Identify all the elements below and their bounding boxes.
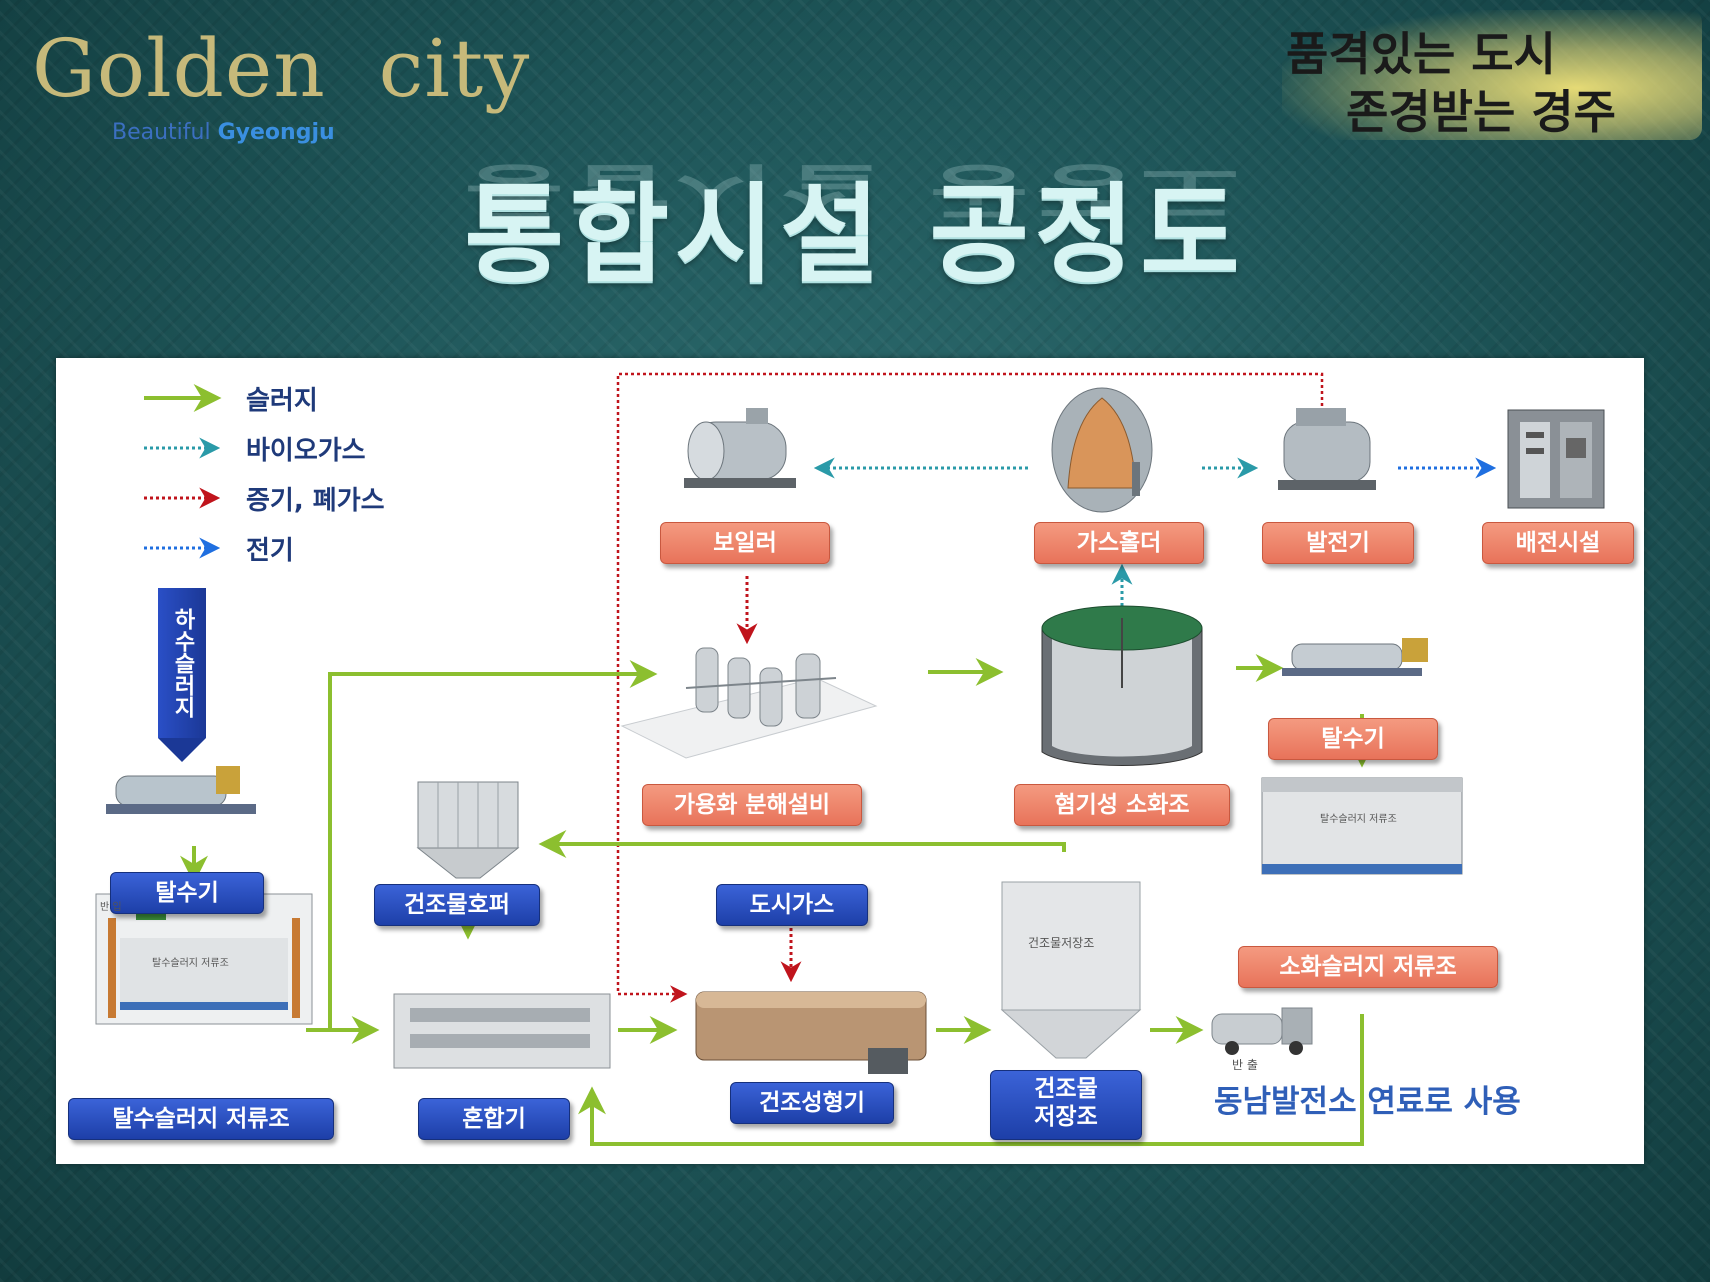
node-digester: 혐기성 소화조 xyxy=(1014,784,1230,826)
truck-image xyxy=(1211,1007,1313,1055)
legend-label-power: 전기 xyxy=(246,536,294,566)
boiler-image xyxy=(684,408,796,488)
flow-arrows xyxy=(95,372,1605,1146)
distribution-image xyxy=(1507,409,1605,509)
node-dried-storage: 건조물 저장조 xyxy=(990,1070,1142,1140)
brand-title: Golden city xyxy=(32,22,531,115)
page-title: 통합시설 공정도 xyxy=(464,173,1246,298)
legend-label-steam: 증기, 폐가스 xyxy=(246,486,385,516)
node-dryer: 건조성형기 xyxy=(730,1082,894,1124)
digested-tank-image xyxy=(1261,777,1463,875)
hopper-image xyxy=(416,781,520,879)
node-dewatered-storage: 탈수슬러지 저류조 xyxy=(68,1098,334,1140)
mixer-image xyxy=(393,993,611,1069)
slogan-logo: 품격있는 도시 존경받는 경주 xyxy=(1282,10,1702,140)
node-dewatering-left: 탈수기 xyxy=(110,872,264,914)
node-dewatering-right: 탈수기 xyxy=(1268,718,1438,760)
node-generator: 발전기 xyxy=(1262,522,1414,564)
truck-in-label: 반 입 xyxy=(100,902,122,913)
silo-image-label: 건조물저장조 xyxy=(1028,936,1095,950)
legend-label-sludge: 슬러지 xyxy=(246,386,318,416)
node-mixer: 혼합기 xyxy=(418,1098,570,1140)
dryer-image xyxy=(695,991,927,1074)
truck-out-label: 반 출 xyxy=(1232,1058,1258,1072)
right-dewatering-image xyxy=(1282,638,1428,676)
gas-holder-image xyxy=(1051,387,1153,513)
solubilization-image xyxy=(620,647,878,759)
page-title-reflection: 통합시설 공정도 xyxy=(464,155,1246,225)
digester-image xyxy=(1041,605,1203,766)
tank-image-label: 탈수슬러지 저류조 xyxy=(152,958,229,969)
node-city-gas: 도시가스 xyxy=(716,884,868,926)
slogan-line-1: 품격있는 도시 xyxy=(1286,27,1556,81)
digested-tank-image-label: 탈수슬러지 저류조 xyxy=(1320,814,1397,825)
node-dried-hopper: 건조물호퍼 xyxy=(374,884,540,926)
input-sewage-sludge: 하수슬러지 xyxy=(158,588,206,738)
legend-label-biogas: 바이오가스 xyxy=(246,436,366,466)
dewatered-tank-image xyxy=(95,893,313,1025)
input-arrow-icon xyxy=(158,738,206,762)
node-solubilization: 가용화 분해설비 xyxy=(642,784,862,826)
node-digested-storage: 소화슬러지 저류조 xyxy=(1238,946,1498,988)
slogan-line-2: 존경받는 경주 xyxy=(1346,85,1616,139)
sludge-digested-return-to-mixer xyxy=(578,1014,1364,1146)
generator-image xyxy=(1278,408,1376,490)
sludge-to-solubilization xyxy=(328,660,658,1030)
brand-subtitle-b: Gyeongju xyxy=(217,120,335,145)
node-dried-storage-line-1: 건조물 xyxy=(1034,1076,1098,1102)
final-use-text: 동남발전소 연료로 사용 xyxy=(1214,1084,1521,1120)
brand-subtitle: Beautiful Gyeongju xyxy=(112,120,335,145)
diagram-panel: 슬러지 바이오가스 증기, 폐가스 전기 하수슬러지 보일러 가스홀더 발전기 … xyxy=(56,358,1644,1164)
steam-loop xyxy=(616,372,1324,1003)
brand-subtitle-a: Beautiful xyxy=(112,120,211,145)
sludge-silo-to-hopper xyxy=(538,830,1066,858)
left-dewatering-image xyxy=(106,766,256,814)
node-distribution: 배전시설 xyxy=(1482,522,1634,564)
node-gas-holder: 가스홀더 xyxy=(1034,522,1204,564)
node-dried-storage-line-2: 저장조 xyxy=(1034,1104,1098,1130)
silo-image xyxy=(1000,881,1142,1059)
node-boiler: 보일러 xyxy=(660,522,830,564)
